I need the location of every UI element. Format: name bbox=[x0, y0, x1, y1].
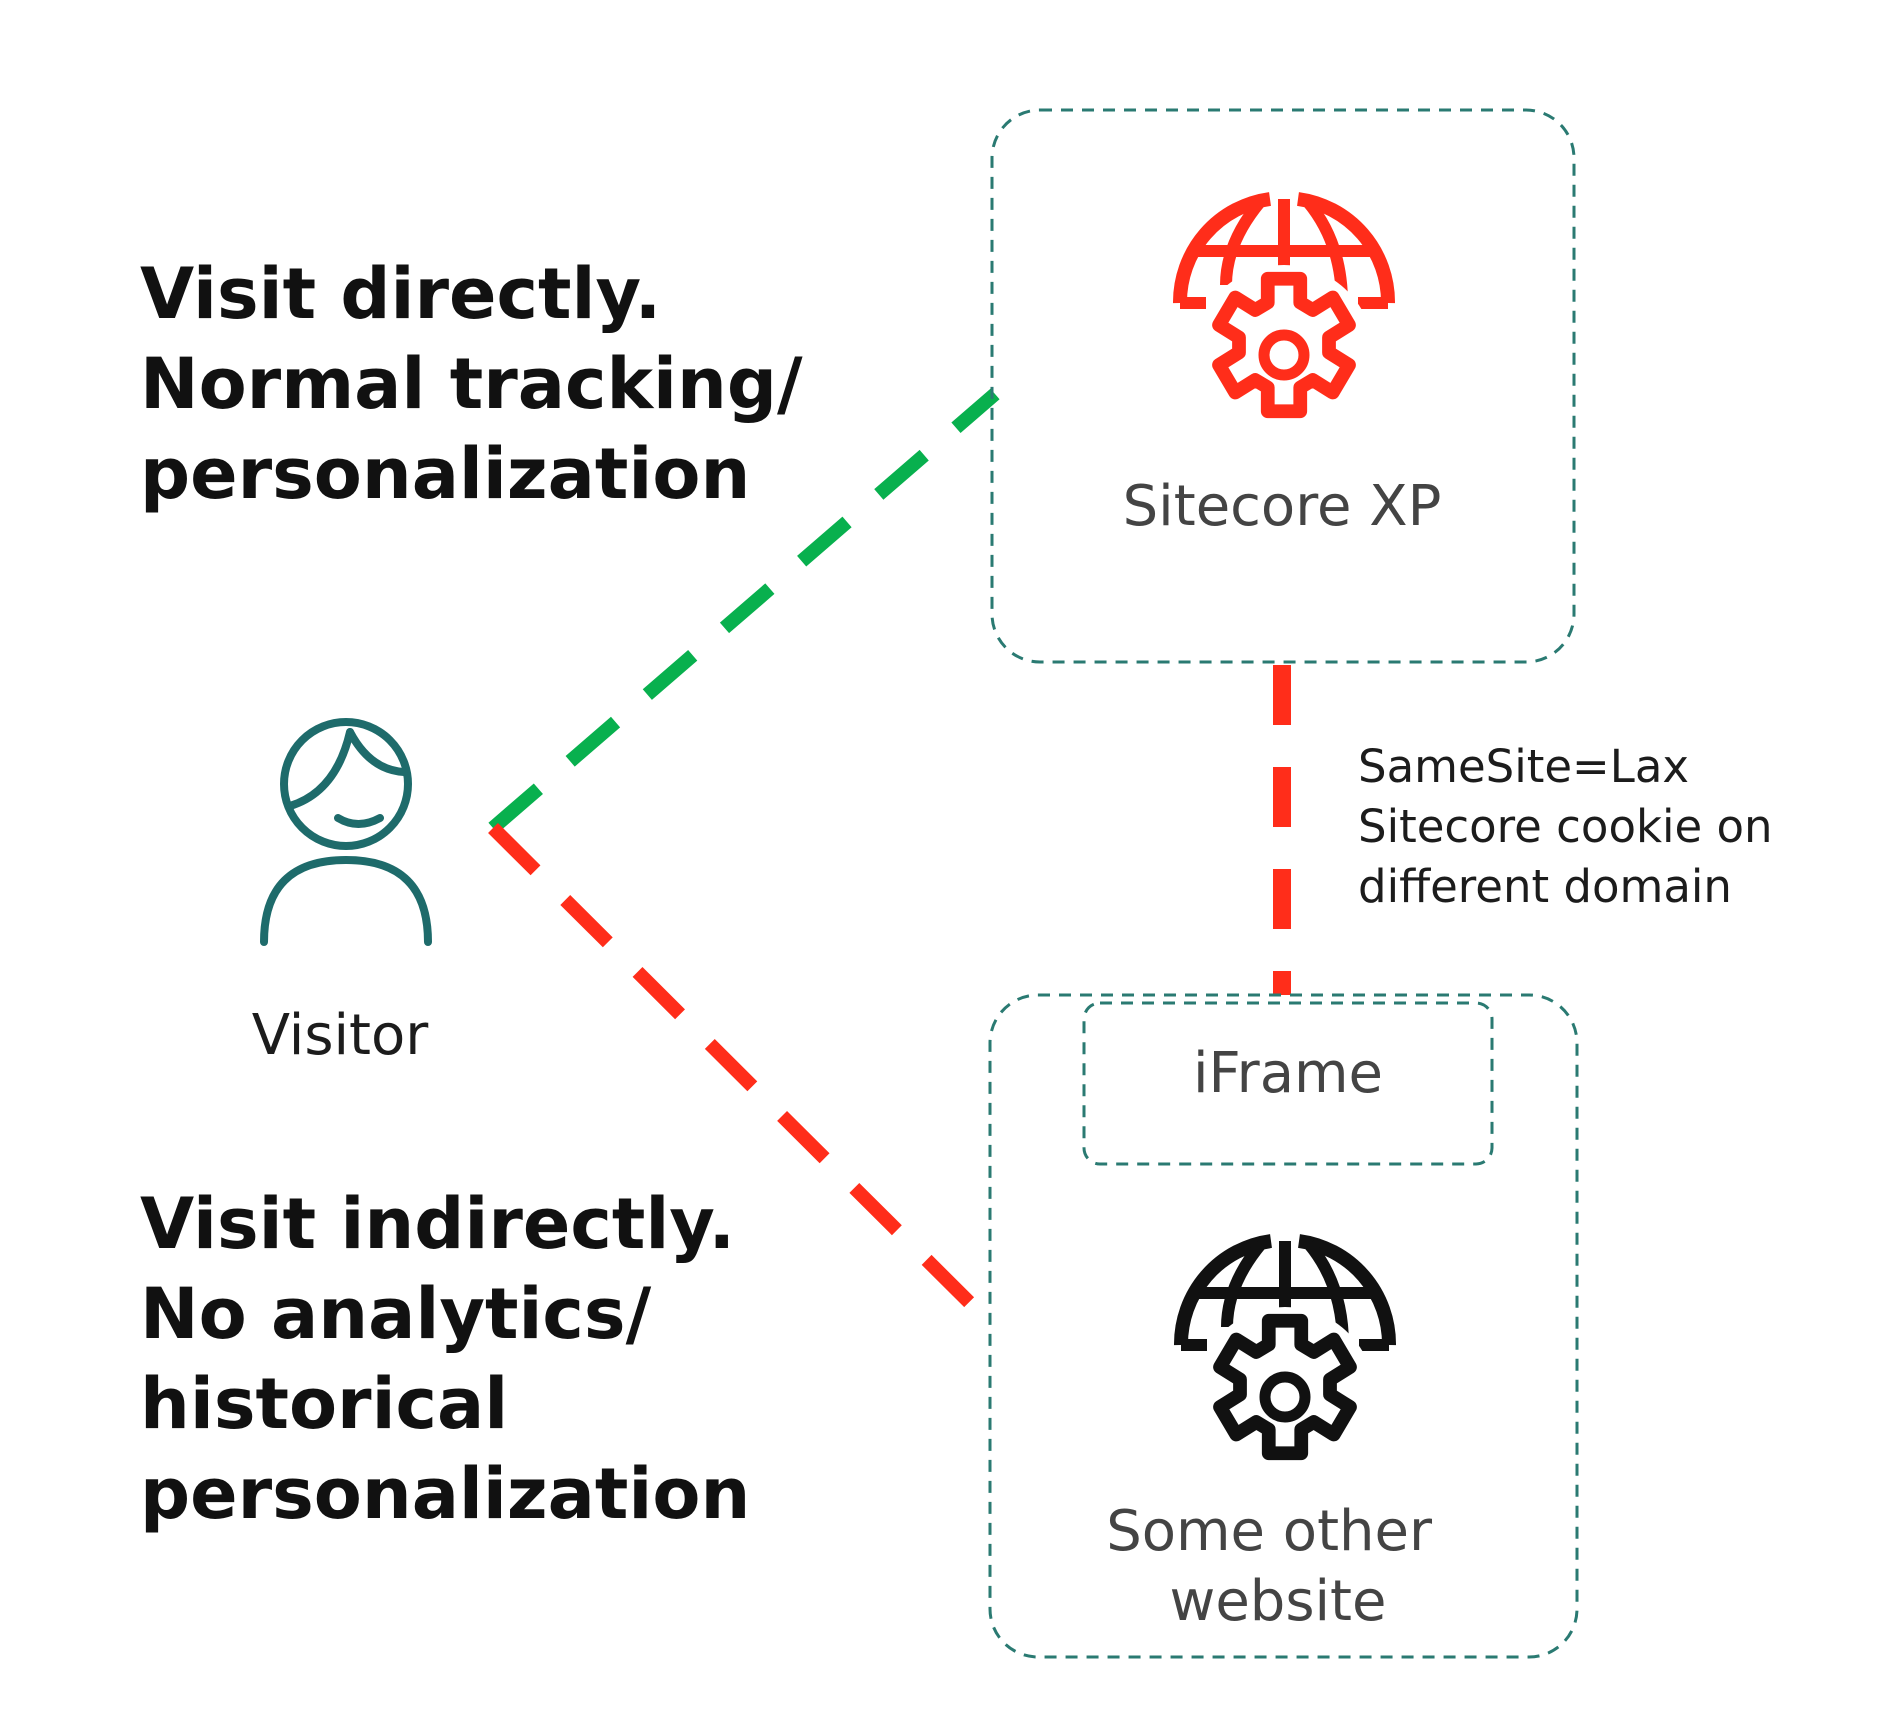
other-website-label-line: Some other bbox=[1106, 1499, 1433, 1564]
sitecore-xp-box: Sitecore XP bbox=[990, 108, 1576, 664]
heading-line: No analytics/ bbox=[140, 1273, 652, 1355]
person-icon bbox=[260, 718, 432, 946]
iframe-label: iFrame bbox=[1193, 1041, 1383, 1106]
heading-line: Visit indirectly. bbox=[140, 1183, 735, 1265]
other-website-box: iFrame Some other website bbox=[988, 993, 1579, 1659]
iframe-box bbox=[1082, 1001, 1494, 1166]
globe-gear-icon bbox=[1180, 199, 1388, 445]
direct-visit-path bbox=[488, 388, 1000, 834]
other-website-label-line: website bbox=[1170, 1569, 1387, 1634]
cookie-note-line: Sitecore cookie on bbox=[1358, 800, 1773, 853]
cookie-note-line: different domain bbox=[1358, 860, 1732, 913]
cookie-note-line: SameSite=Lax bbox=[1358, 740, 1689, 793]
cookie-note: SameSite=Lax Sitecore cookie on differen… bbox=[1358, 740, 1787, 913]
other-website-label: Some other website bbox=[1106, 1499, 1450, 1634]
heading-line: personalization bbox=[140, 433, 750, 515]
indirect-visit-path bbox=[488, 823, 997, 1330]
indirect-visit-heading: Visit indirectly. No analytics/ historic… bbox=[140, 1183, 759, 1535]
visitor-label: Visitor bbox=[252, 1003, 430, 1068]
heading-line: historical bbox=[140, 1363, 508, 1445]
heading-line: personalization bbox=[140, 1453, 750, 1535]
heading-line: Visit directly. bbox=[140, 253, 661, 335]
globe-gear-icon bbox=[1181, 1241, 1389, 1487]
heading-line: Normal tracking/ bbox=[140, 343, 803, 425]
visitor: Visitor bbox=[252, 718, 432, 1068]
sitecore-xp-label: Sitecore XP bbox=[1123, 474, 1442, 539]
direct-visit-heading: Visit directly. Normal tracking/ persona… bbox=[140, 253, 827, 515]
